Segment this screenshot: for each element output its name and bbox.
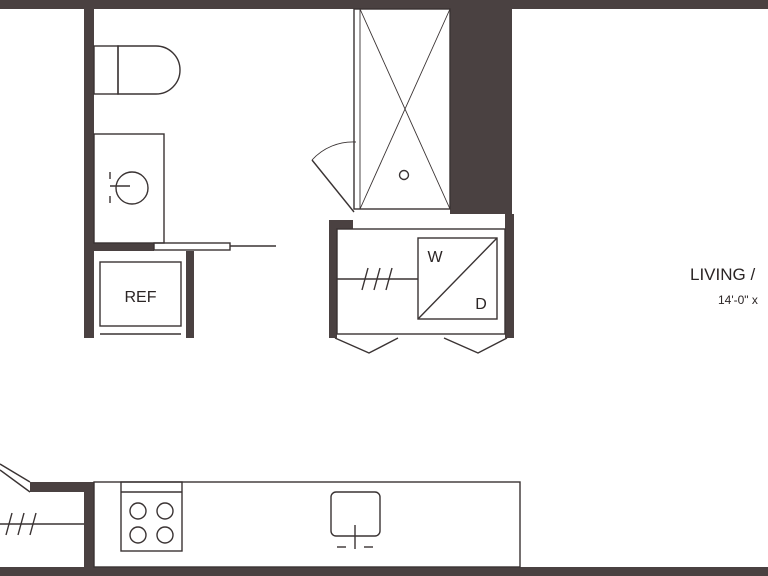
- shower-door-leaf: [311, 159, 355, 213]
- laundry-closet: W D: [334, 228, 508, 354]
- entry-door-edge-a: [0, 463, 31, 483]
- entry-hanger-mark-1: [5, 512, 13, 536]
- vanity-counter: [93, 133, 165, 244]
- ref-label: REF: [125, 289, 157, 306]
- bath-vanity: [93, 133, 165, 244]
- shower-enclosure: [353, 8, 451, 210]
- shaft-wall: [450, 0, 512, 214]
- closet-right-wall: [505, 214, 514, 338]
- closet-corner-wall: [329, 220, 353, 229]
- bottom-wall: [0, 567, 768, 576]
- dryer-label: D: [475, 296, 487, 313]
- bath-bottom-wall: [94, 243, 154, 251]
- entry-door-edge-b: [0, 469, 31, 493]
- refrigerator-body: [99, 261, 182, 327]
- shower-drain-icon: [398, 169, 410, 181]
- entry-closet: [0, 463, 84, 536]
- shower: [311, 8, 451, 213]
- toilet-bowl: [117, 45, 181, 95]
- closet-interior: [336, 228, 506, 335]
- hanger-mark-2: [373, 267, 381, 291]
- living-room-dimensions: 14'-0" x: [718, 293, 758, 307]
- ref-right-wall: [186, 251, 194, 338]
- bath-left-wall: [84, 0, 94, 338]
- top-wall: [0, 0, 768, 9]
- washer-dryer-divider: [417, 237, 498, 320]
- entry-hanger-mark-3: [29, 512, 37, 536]
- entry-hanger-mark-2: [17, 512, 25, 536]
- pocket-door-panel: [153, 242, 231, 251]
- bath-sink-basin: [115, 171, 149, 205]
- closet-door-right: [443, 337, 508, 354]
- closet-door-left: [334, 337, 399, 354]
- shower-door-swing: [311, 141, 357, 161]
- washer-dryer: [417, 237, 498, 320]
- closet-left-wall: [329, 220, 337, 338]
- kitchen-counter: [93, 481, 521, 568]
- living-room-label: LIVING /: [690, 265, 755, 284]
- toilet: [93, 45, 181, 95]
- toilet-tank: [93, 45, 119, 95]
- hanger-mark-3: [385, 267, 393, 291]
- pocket-door: [153, 242, 276, 251]
- shower-diagonal-b: [359, 8, 451, 210]
- washer-label: W: [427, 249, 443, 266]
- entry-post: [84, 482, 94, 576]
- burner-icon: [129, 526, 147, 544]
- cooktop: [120, 481, 183, 552]
- entry-wall: [30, 482, 86, 492]
- burner-icon: [156, 526, 174, 544]
- burner-icon: [156, 502, 174, 520]
- hanger-mark-1: [361, 267, 369, 291]
- refrigerator: REF: [99, 261, 182, 335]
- kitchen: [93, 481, 521, 568]
- burner-icon: [129, 502, 147, 520]
- room-labels: LIVING / 14'-0" x: [690, 265, 758, 307]
